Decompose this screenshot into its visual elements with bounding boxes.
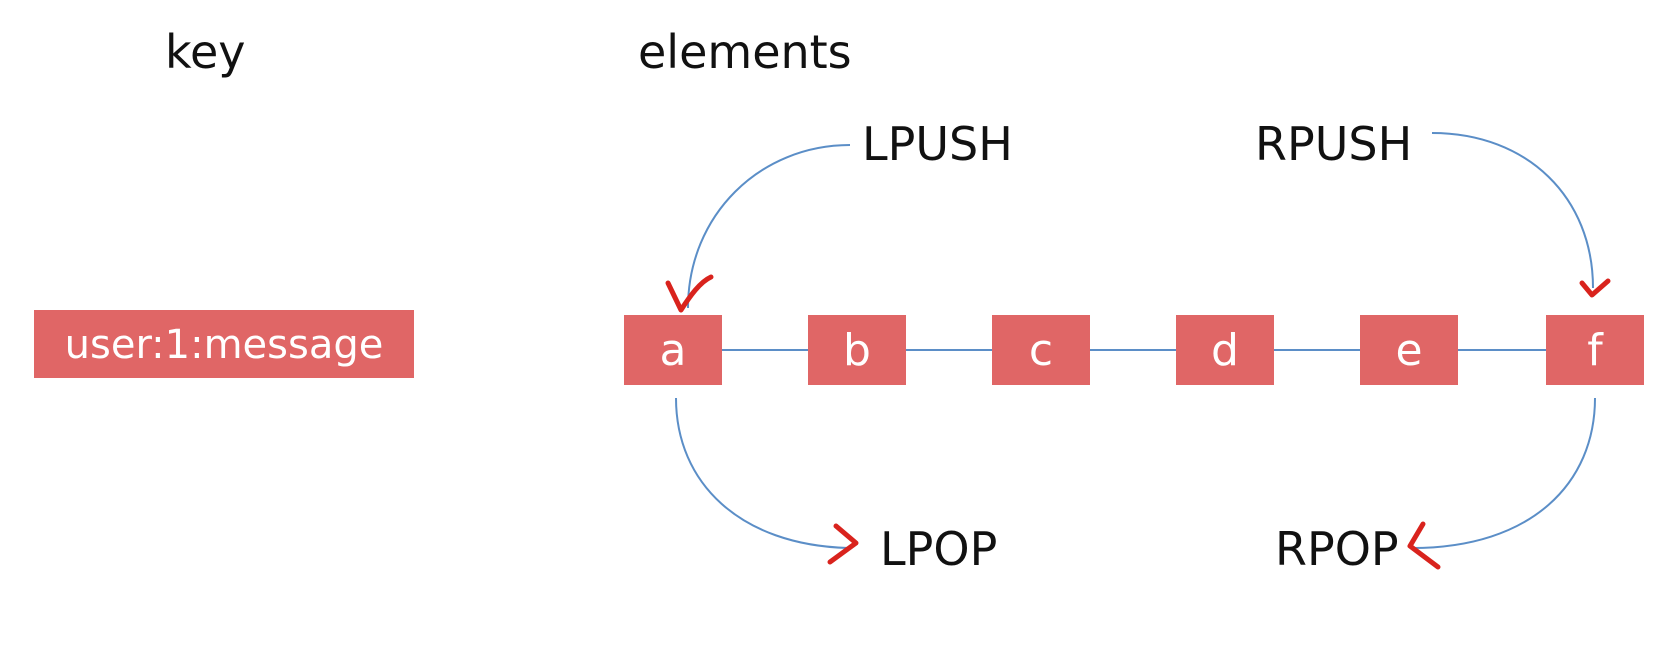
element-label: d (1211, 325, 1239, 376)
key-box-rect (34, 310, 414, 378)
element-box-rect (1546, 315, 1644, 385)
lpop-label: LPOP (880, 522, 997, 576)
key-box-label: user:1:message (65, 322, 384, 368)
lpop-arc (675, 397, 849, 549)
element-box-rect (808, 315, 906, 385)
key-box: user:1:message (34, 310, 414, 378)
lpush-label: LPUSH (862, 117, 1013, 171)
rpop-arrowhead-mark (1407, 521, 1441, 570)
element-label: f (1587, 325, 1604, 376)
element-box-rect (1176, 315, 1274, 385)
element-box-rect (1360, 315, 1458, 385)
element-box-rect (624, 315, 722, 385)
element-box: d (1176, 315, 1274, 385)
element-label: c (1029, 325, 1053, 376)
lpush-arc (687, 144, 851, 309)
rpop-label: RPOP (1275, 522, 1399, 576)
rpush-label: RPUSH (1255, 117, 1412, 171)
rpop-arc (1411, 397, 1596, 549)
element-label: e (1395, 325, 1422, 376)
element-box-rect (992, 315, 1090, 385)
rpush-arc (1431, 132, 1594, 289)
lpop-arrowhead-mark (827, 523, 859, 565)
element-box: f (1546, 315, 1644, 385)
element-box: e (1360, 315, 1458, 385)
element-box: c (992, 315, 1090, 385)
element-box: a (624, 315, 722, 385)
rpush-arrowhead-mark (1579, 278, 1611, 298)
element-label: b (843, 325, 871, 376)
elements-heading: elements (638, 25, 852, 79)
lpush-arrowhead-mark (665, 274, 714, 313)
element-box: b (808, 315, 906, 385)
element-label: a (660, 325, 687, 376)
element-list: a b c d e f (624, 315, 1644, 385)
key-heading: key (165, 25, 246, 79)
